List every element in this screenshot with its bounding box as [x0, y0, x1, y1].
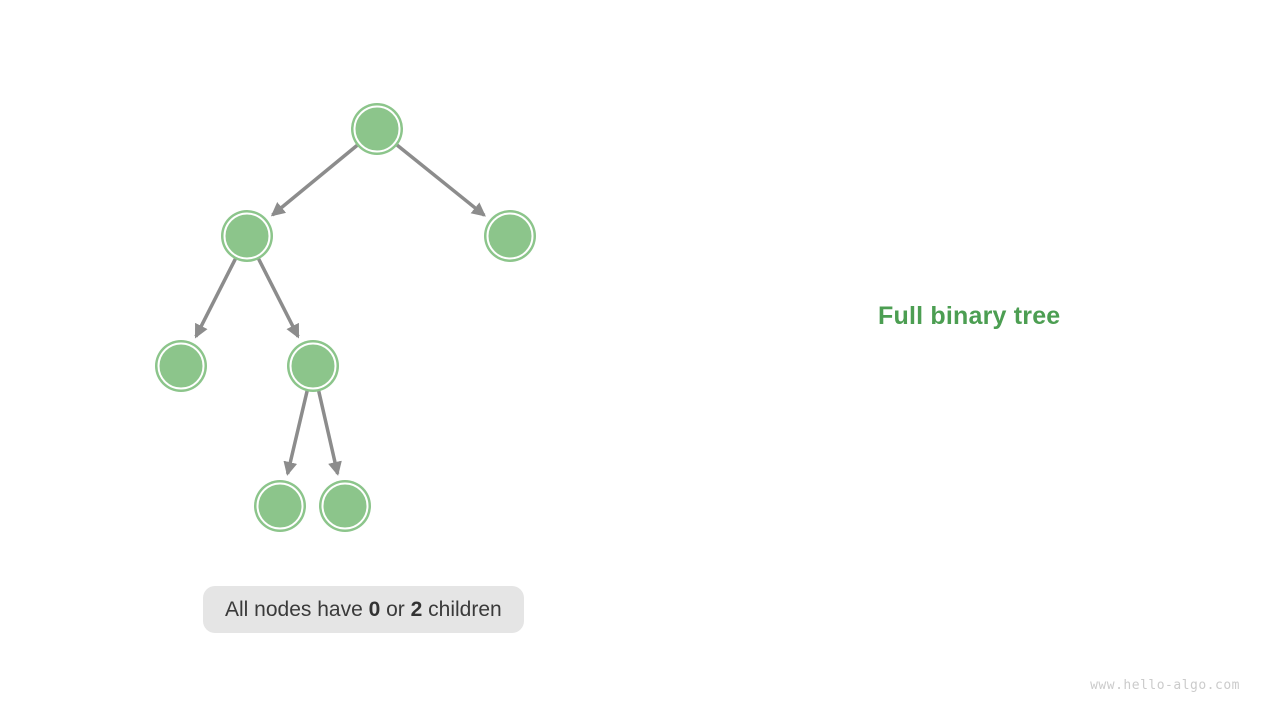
tree-edge: [270, 143, 359, 217]
tree-node: [319, 480, 371, 532]
caption-fragment: or: [380, 597, 411, 621]
tree-node: [351, 103, 403, 155]
tree-node: [254, 480, 306, 532]
diagram-title: Full binary tree: [878, 302, 1061, 330]
watermark: www.hello-algo.com: [1090, 678, 1240, 693]
caption-emphasis: 2: [410, 597, 423, 621]
tree-nodes: [155, 103, 536, 532]
tree-edge: [395, 143, 486, 217]
caption-box: All nodes have 0 or 2 children: [203, 586, 524, 633]
tree-edge: [194, 257, 238, 339]
tree-edge: [283, 389, 309, 476]
binary-tree-diagram: [155, 103, 536, 532]
caption-fragment: children: [422, 597, 502, 621]
tree-edge: [256, 257, 300, 339]
caption-text: All nodes have 0 or 2 children: [225, 598, 502, 622]
tree-edge: [316, 389, 342, 476]
tree-node: [155, 340, 207, 392]
tree-node: [484, 210, 536, 262]
tree-edges: [194, 143, 486, 476]
caption-emphasis: 0: [368, 597, 381, 621]
tree-node: [287, 340, 339, 392]
caption-fragment: All nodes have: [225, 597, 369, 621]
tree-node: [221, 210, 273, 262]
